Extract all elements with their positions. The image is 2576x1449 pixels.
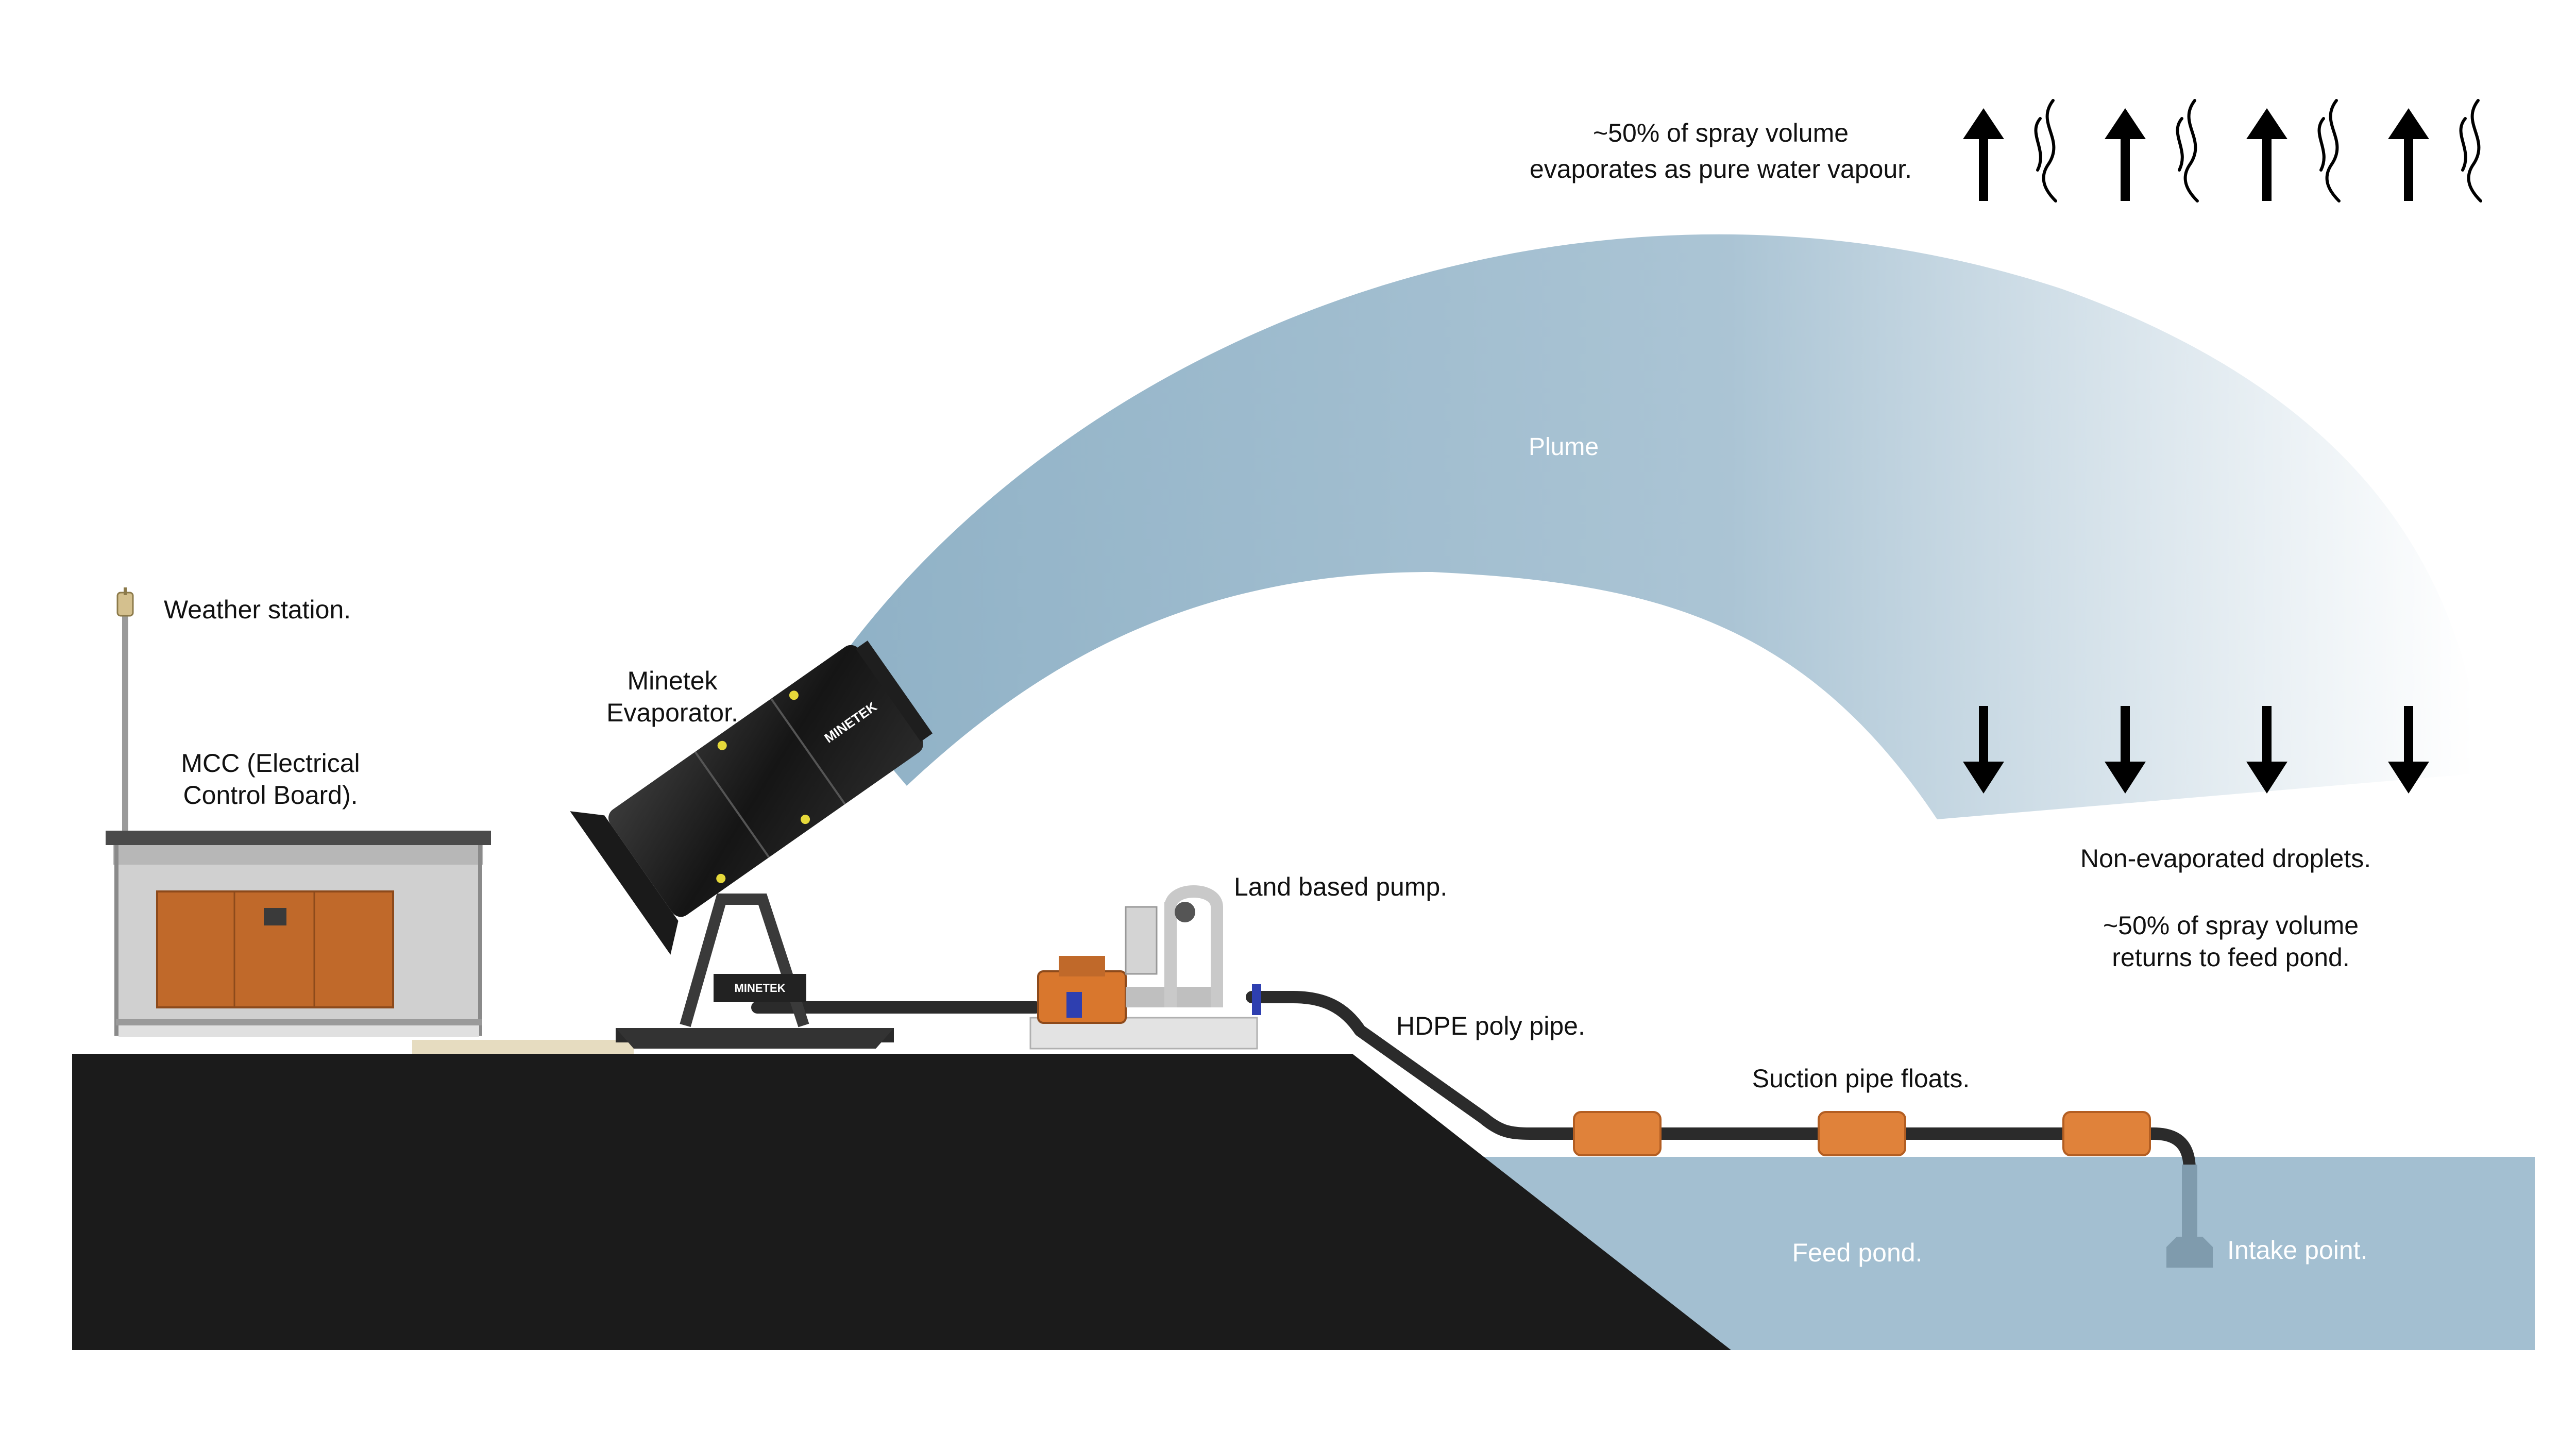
steam-wave-icon [2176,99,2199,203]
mcc-electrical-control-board [106,831,491,1037]
return-label-line2: returns to feed pond. [2112,943,2349,972]
feed-pond-label: Feed pond. [1792,1238,1923,1267]
ground [72,1054,1731,1350]
steam-wave-icon [2459,99,2482,203]
pipe-label: HDPE poly pipe. [1396,1012,1585,1040]
down-arrow-icon [2105,706,2146,794]
evaporator-base-brand: MINETEK [735,982,786,995]
evaporator-label-line2: Evaporator. [606,698,738,727]
weather-station-label: Weather station. [164,595,351,624]
vapour-indicators [1963,108,2429,201]
droplet-indicators [1963,706,2429,794]
pipe-float-1 [1573,1111,1662,1156]
down-arrow-icon [2246,706,2287,794]
pipe-float-3 [2062,1111,2151,1156]
evaporator-label-line1: Minetek [627,666,718,695]
mcc-label-line2: Control Board). [183,781,358,810]
minetek-evaporator: MINETEK MINETEK [570,641,933,1049]
up-arrow-icon [2388,108,2429,201]
down-arrow-icon [2388,706,2429,794]
land-based-pump [1029,885,1261,1050]
plume-label: Plume [1529,433,1599,461]
up-arrow-icon [2105,108,2146,201]
return-label-line1: ~50% of spray volume [2103,911,2359,940]
droplets-label: Non-evaporated droplets. [2080,844,2371,873]
up-arrow-icon [2246,108,2287,201]
vapour-label-line1: ~50% of spray volume [1593,119,1849,147]
mcc-label-line1: MCC (Electrical [181,749,360,778]
steam-wave-icon [2317,99,2341,203]
hdpe-pipe-downhill-core [1246,991,2196,1176]
pipe-float-2 [1818,1111,1906,1156]
steam-wave-icon [2034,99,2057,203]
up-arrow-icon [1963,108,2004,201]
intake-label: Intake point. [2227,1236,2367,1265]
sand-strip [412,1040,634,1054]
pump-label: Land based pump. [1234,872,1447,901]
vapour-label-line2: evaporates as pure water vapour. [1530,155,1912,183]
floats-label: Suction pipe floats. [1752,1064,1970,1093]
intake-pipe [2182,1165,2197,1242]
steam-waves [2034,99,2482,203]
intake-nozzle [2166,1237,2213,1268]
down-arrow-icon [1963,706,2004,794]
plume [822,234,2483,819]
